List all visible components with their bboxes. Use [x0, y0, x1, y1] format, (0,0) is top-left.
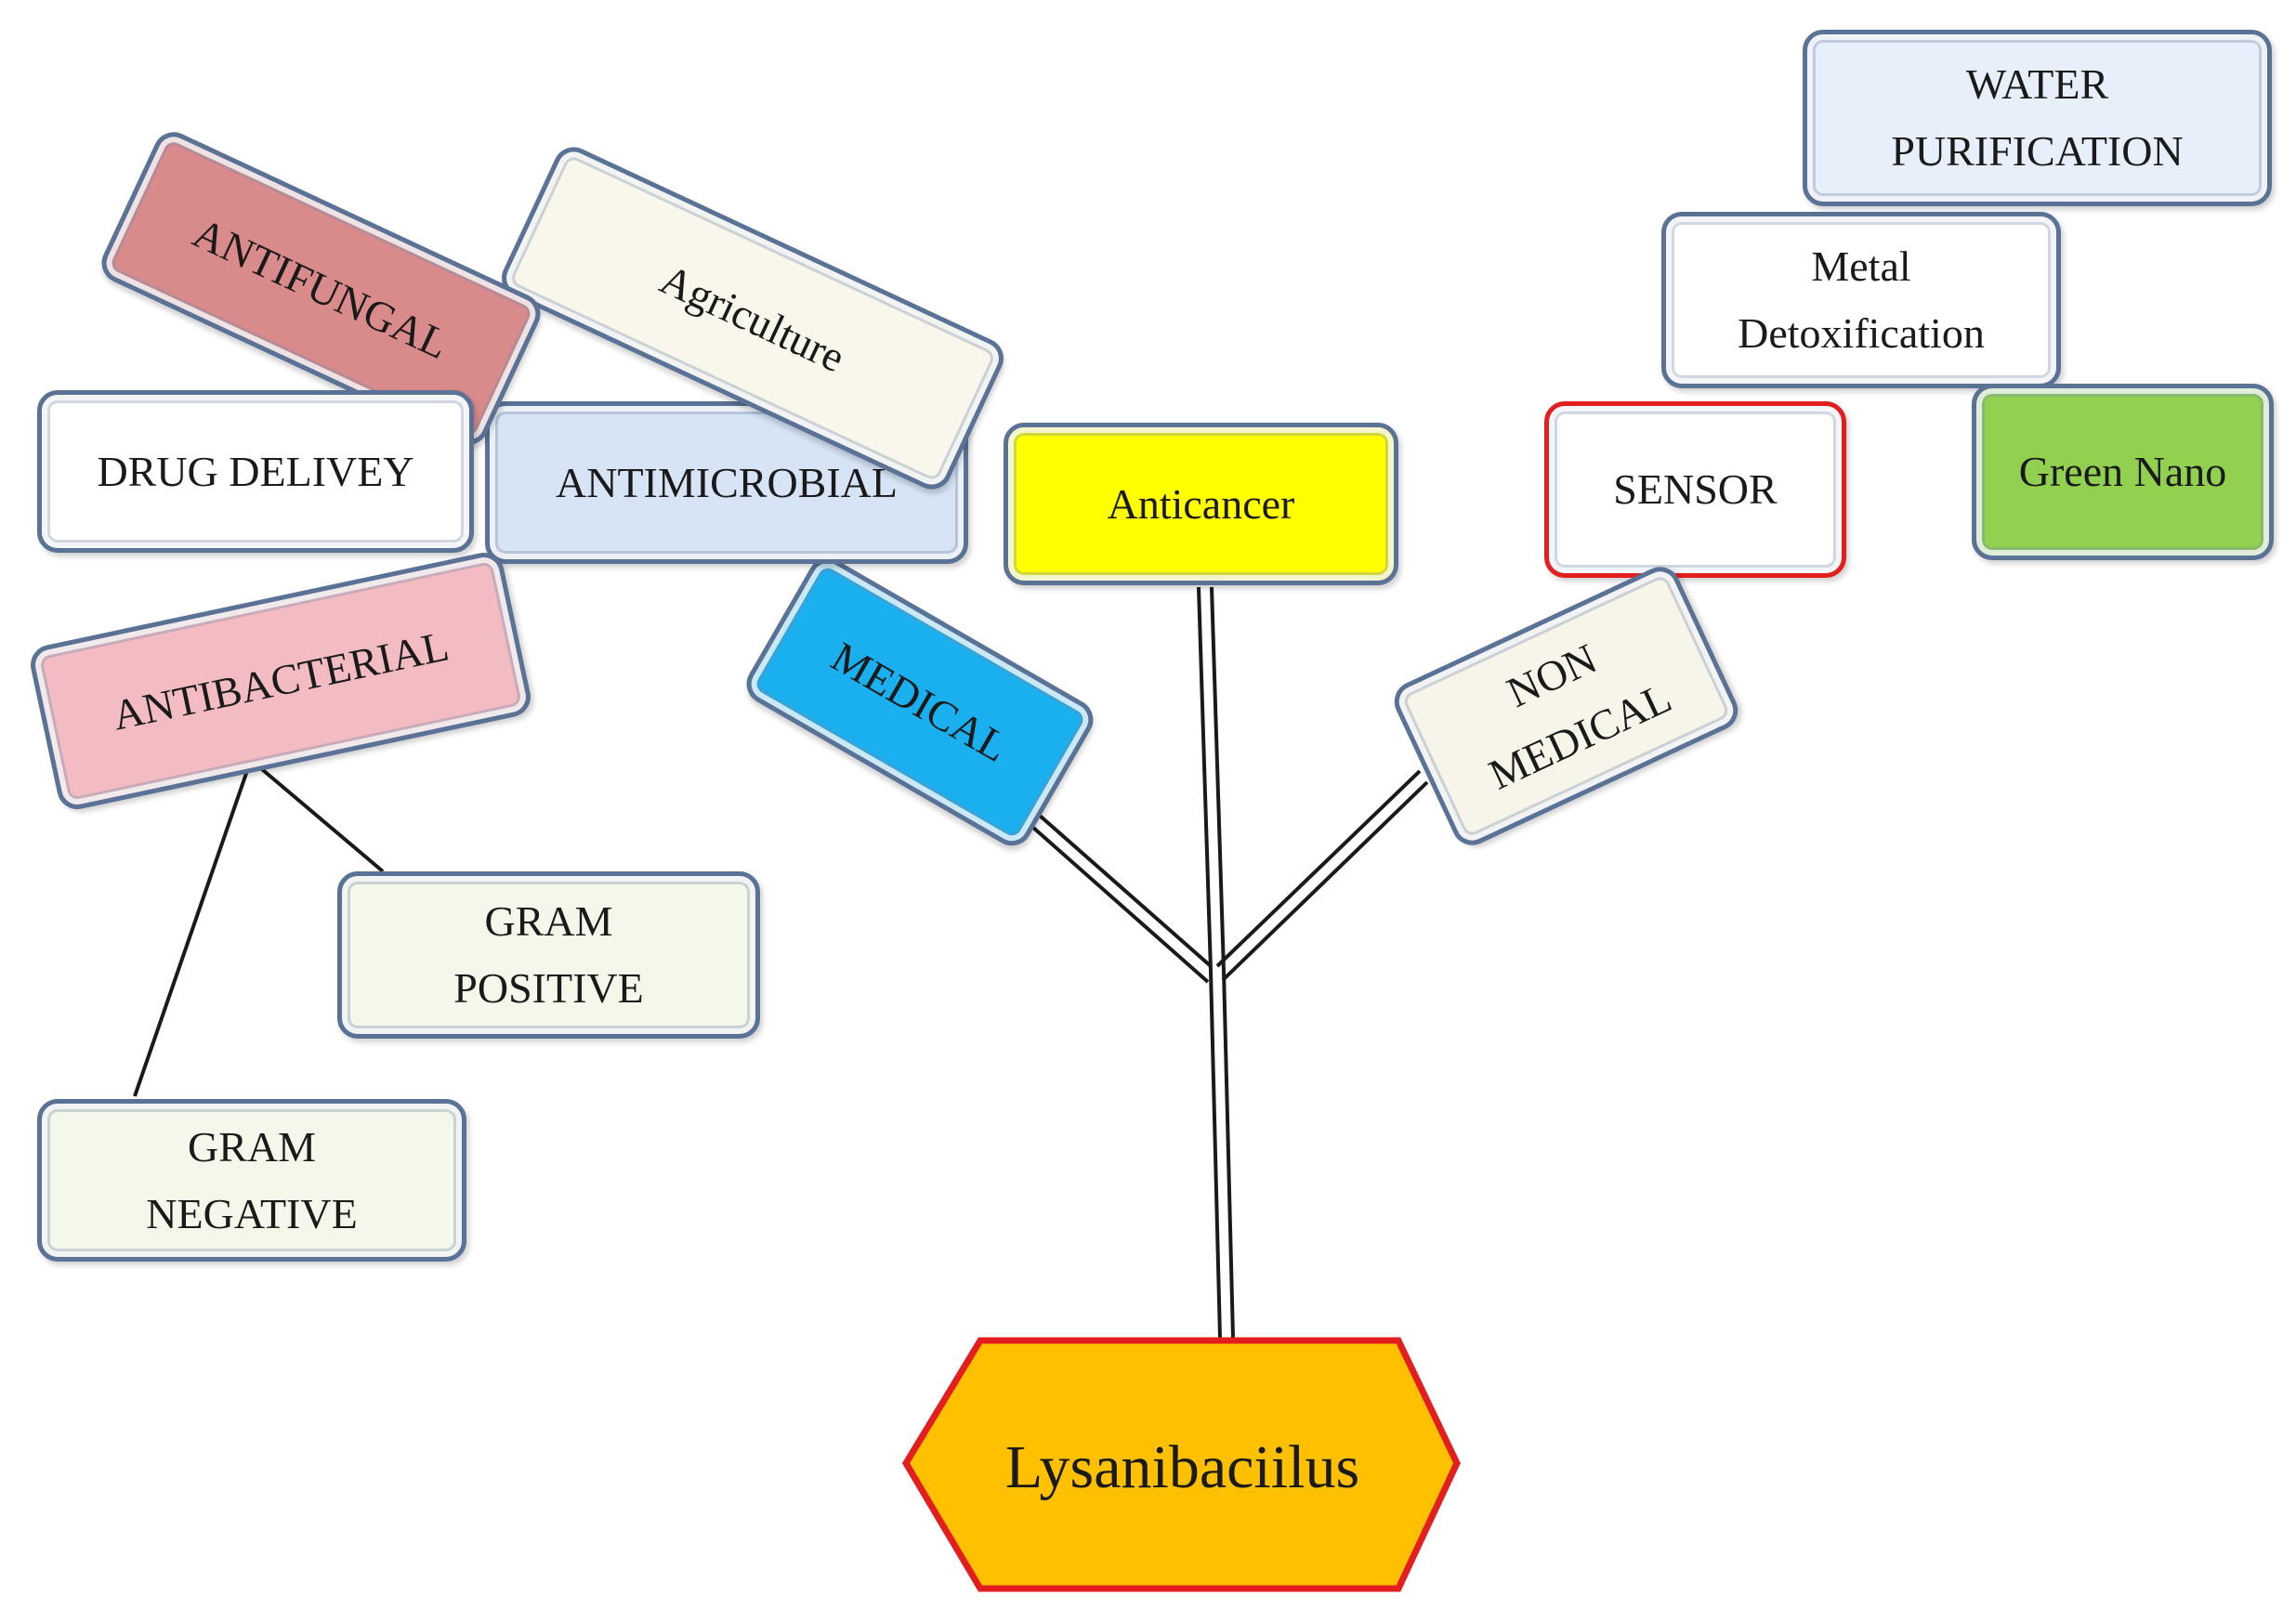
- stem-anticancer-right: [1210, 586, 1226, 972]
- node-gram-positive: GRAM POSITIVE: [337, 871, 760, 1039]
- node-anticancer: Anticancer: [1004, 423, 1398, 585]
- node-gram-negative: GRAM NEGATIVE: [37, 1099, 466, 1262]
- node-green-nano: Green Nano: [1972, 384, 2274, 560]
- line-gram-positive: [249, 758, 385, 873]
- branch-medical-a: [1030, 806, 1213, 968]
- node-sensor: SENSOR: [1544, 401, 1846, 578]
- stem-anticancer-left: [1197, 586, 1213, 972]
- node-metal-detoxification: Metal Detoxification: [1661, 212, 2061, 388]
- trunk-line-right: [1222, 970, 1235, 1339]
- root-label: Lysanibaciilus: [1004, 1433, 1360, 1501]
- node-drug-delivery: DRUG DELIVEY: [37, 390, 474, 553]
- branch-nonmedical-a: [1215, 769, 1422, 968]
- node-water-purification: WATER PURIFICATION: [1803, 30, 2272, 206]
- root-hexagon-shape: [901, 1337, 1461, 1592]
- line-gram-negative: [133, 759, 253, 1097]
- branch-nonmedical-b: [1221, 780, 1429, 982]
- branch-medical-b: [1022, 818, 1210, 984]
- trunk-line-left: [1209, 970, 1222, 1339]
